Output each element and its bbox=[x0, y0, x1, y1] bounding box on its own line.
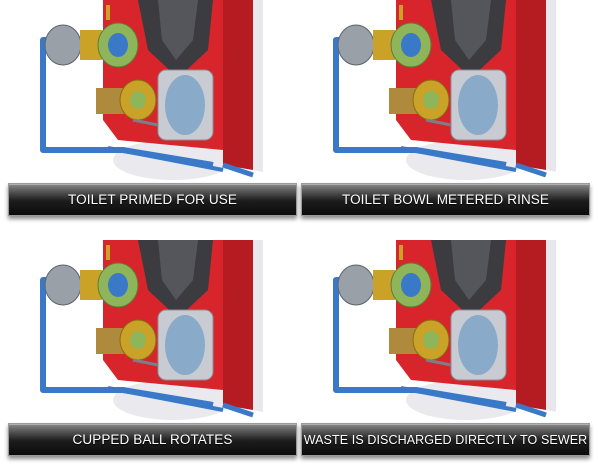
step-caption: CUPPED BALL ROTATES bbox=[8, 423, 297, 456]
step-panel-ball-rotates: CUPPED BALL ROTATES bbox=[8, 240, 297, 470]
step-caption: WASTE IS DISCHARGED DIRECTLY TO SEWER bbox=[301, 423, 590, 456]
step-caption: TOILET BOWL METERED RINSE bbox=[301, 183, 590, 216]
step-panel-primed: TOILET PRIMED FOR USE bbox=[8, 0, 297, 230]
step-caption: TOILET PRIMED FOR USE bbox=[8, 183, 297, 216]
toilet-mechanism-illustration bbox=[301, 240, 590, 424]
step-panel-discharge: WASTE IS DISCHARGED DIRECTLY TO SEWER bbox=[301, 240, 590, 470]
step-panel-rinse: TOILET BOWL METERED RINSE bbox=[301, 0, 590, 230]
toilet-mechanism-illustration bbox=[8, 240, 297, 424]
toilet-mechanism-illustration bbox=[8, 0, 297, 184]
toilet-mechanism-illustration bbox=[301, 0, 590, 184]
